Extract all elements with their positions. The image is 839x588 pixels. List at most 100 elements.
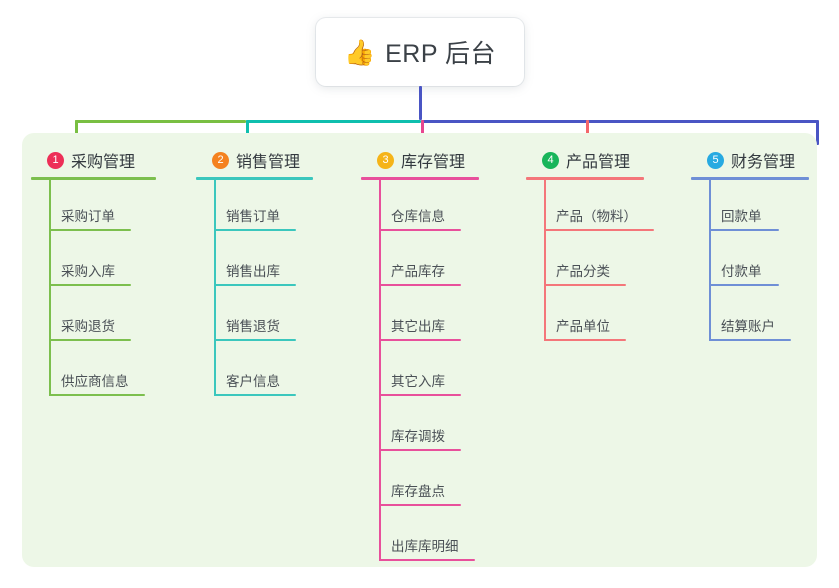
module-item-rule [49, 284, 131, 286]
module-item[interactable]: 仓库信息 [379, 205, 461, 231]
module-title: 产品管理 [566, 154, 631, 171]
module-item-rule [214, 229, 296, 231]
module-item-label: 销售订单 [226, 209, 280, 224]
module-item-label: 其它入库 [391, 374, 445, 389]
module-item[interactable]: 采购入库 [49, 260, 131, 286]
module-spine-line [709, 177, 711, 341]
root-node-title: ERP 后台 [385, 40, 497, 68]
module-item[interactable]: 出库库明细 [379, 535, 475, 561]
drop-purchase [75, 120, 78, 145]
module-index-badge: 1 [47, 151, 64, 169]
module-item-label: 结算账户 [721, 319, 775, 334]
module-header-rule [31, 177, 156, 180]
module-item[interactable]: 产品（物料） [544, 205, 654, 231]
module-item-rule [379, 339, 461, 341]
module-item-label: 库存盘点 [391, 484, 445, 499]
module-header-finance[interactable]: 5 财务管理 [691, 145, 795, 175]
module-header-rule [691, 177, 809, 180]
module-item-label: 付款单 [721, 264, 762, 279]
module-index-badge: 5 [707, 151, 724, 169]
module-spine-line [544, 177, 546, 341]
module-item-rule [379, 504, 461, 506]
module-item-label: 供应商信息 [61, 374, 129, 389]
module-item[interactable]: 销售订单 [214, 205, 296, 231]
module-item[interactable]: 销售出库 [214, 260, 296, 286]
module-header-sales[interactable]: 2 销售管理 [196, 145, 300, 175]
module-item-label: 销售退货 [226, 319, 280, 334]
module-item[interactable]: 其它出库 [379, 315, 461, 341]
module-header-purchase[interactable]: 1 采购管理 [31, 145, 135, 175]
module-item-rule [49, 339, 131, 341]
module-item-rule [709, 339, 791, 341]
root-stem-line [419, 86, 422, 120]
module-item-label: 出库库明细 [391, 539, 459, 554]
module-title: 销售管理 [236, 154, 301, 171]
drop-product [586, 120, 589, 145]
root-node-card[interactable]: 👍 ERP 后台 [316, 18, 524, 86]
module-title: 库存管理 [401, 154, 466, 171]
module-item-label: 回款单 [721, 209, 762, 224]
drop-finance [816, 120, 819, 145]
module-item-rule [379, 449, 461, 451]
module-item-rule [214, 284, 296, 286]
bus-blue [421, 120, 817, 123]
module-spine-line [214, 177, 216, 396]
module-item-rule [544, 229, 654, 231]
module-item-rule [379, 229, 461, 231]
module-item-rule [709, 229, 779, 231]
module-title: 采购管理 [71, 154, 136, 171]
module-title: 财务管理 [731, 154, 796, 171]
module-item[interactable]: 销售退货 [214, 315, 296, 341]
module-item-label: 产品分类 [556, 264, 610, 279]
module-item-rule [709, 284, 779, 286]
module-item-rule [379, 559, 475, 561]
module-item[interactable]: 其它入库 [379, 370, 461, 396]
bus-teal [246, 120, 421, 123]
module-item[interactable]: 库存盘点 [379, 480, 461, 506]
module-item[interactable]: 结算账户 [709, 315, 791, 341]
module-item[interactable]: 产品单位 [544, 315, 626, 341]
module-item-label: 客户信息 [226, 374, 280, 389]
module-header-rule [526, 177, 644, 180]
module-item-rule [214, 339, 296, 341]
module-item[interactable]: 产品分类 [544, 260, 626, 286]
module-index-badge: 4 [542, 151, 559, 169]
module-item[interactable]: 付款单 [709, 260, 779, 286]
module-index-badge: 3 [377, 151, 394, 169]
module-item[interactable]: 产品库存 [379, 260, 461, 286]
module-item[interactable]: 回款单 [709, 205, 779, 231]
thumbs-up-icon: 👍 [343, 37, 376, 67]
module-item-label: 产品（物料） [556, 209, 637, 224]
module-item-label: 仓库信息 [391, 209, 445, 224]
module-item-label: 销售出库 [226, 264, 280, 279]
module-item[interactable]: 客户信息 [214, 370, 296, 396]
module-item-rule [544, 339, 626, 341]
module-spine-line [49, 177, 51, 396]
drop-sales [246, 120, 249, 145]
module-item-label: 其它出库 [391, 319, 445, 334]
module-item[interactable]: 供应商信息 [49, 370, 145, 396]
module-item-rule [379, 284, 461, 286]
drop-inventory [421, 120, 424, 145]
module-item-label: 库存调拨 [391, 429, 445, 444]
modules-panel: 1 采购管理采购订单采购入库采购退货供应商信息 2 销售管理销售订单销售出库销售退货客… [22, 133, 817, 567]
module-item-rule [49, 394, 145, 396]
module-item-rule [49, 229, 131, 231]
module-item-label: 采购入库 [61, 264, 115, 279]
module-item-rule [379, 394, 461, 396]
bus-green [75, 120, 246, 123]
module-header-rule [196, 177, 313, 180]
module-header-rule [361, 177, 479, 180]
module-item-label: 采购订单 [61, 209, 115, 224]
module-item-label: 产品库存 [391, 264, 445, 279]
module-item-rule [544, 284, 626, 286]
module-item-label: 产品单位 [556, 319, 610, 334]
module-header-product[interactable]: 4 产品管理 [526, 145, 630, 175]
module-item-rule [214, 394, 296, 396]
module-index-badge: 2 [212, 151, 229, 169]
module-item[interactable]: 采购订单 [49, 205, 131, 231]
module-item[interactable]: 库存调拨 [379, 425, 461, 451]
module-item[interactable]: 采购退货 [49, 315, 131, 341]
module-header-inventory[interactable]: 3 库存管理 [361, 145, 465, 175]
